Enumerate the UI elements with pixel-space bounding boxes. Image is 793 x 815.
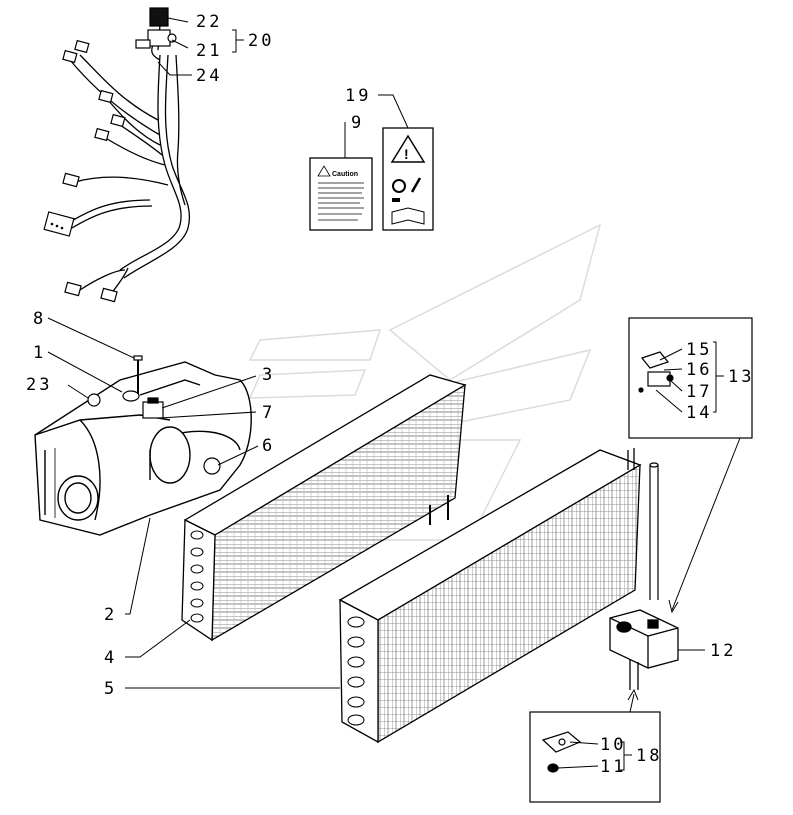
detail-box-13 [628, 317, 753, 439]
wiring-harness [69, 24, 190, 296]
callout-12: 12 [710, 641, 736, 661]
callout-4: 4 [104, 648, 117, 668]
relay-22 [149, 7, 169, 27]
callout-8: 8 [33, 309, 46, 329]
decal-caution: Caution [309, 157, 373, 231]
callout-7: 7 [262, 403, 275, 423]
evaporator-core-5 [338, 448, 659, 744]
expansion-valve-12 [609, 609, 679, 690]
callout-1: 1 [33, 343, 46, 363]
decal-caution-title: Caution [332, 171, 358, 178]
callout-13: 13 [728, 367, 754, 387]
callout-6: 6 [262, 436, 275, 456]
gear-icon [392, 179, 406, 193]
decal-warning-symbol: ! [404, 146, 409, 162]
harness-connectors [43, 7, 177, 303]
callout-15: 15 [686, 340, 712, 360]
gasket-1 [122, 390, 140, 402]
leader-lines [47, 17, 741, 771]
resistor-3 [142, 401, 164, 419]
heater-core-4 [181, 374, 467, 642]
manual-book-icon [391, 207, 425, 225]
callout-17: 17 [686, 382, 712, 402]
callout-10: 10 [600, 735, 626, 755]
callout-2: 2 [104, 605, 117, 625]
callout-24: 24 [196, 66, 222, 86]
callout-9: 9 [351, 113, 364, 133]
callout-22: 22 [196, 12, 222, 32]
callout-20: 20 [248, 31, 274, 51]
callout-3: 3 [262, 365, 275, 385]
callout-19: 19 [345, 86, 371, 106]
callout-23: 23 [26, 375, 52, 395]
callout-21: 21 [196, 41, 222, 61]
callout-16: 16 [686, 360, 712, 380]
blower-fittings [87, 355, 221, 475]
decal-warning: ! [382, 127, 434, 231]
callout-labels: 22 21 20 24 19 9 8 1 23 3 7 6 2 4 5 15 1… [26, 12, 754, 777]
callout-18: 18 [636, 746, 662, 766]
callout-14: 14 [686, 403, 712, 423]
grommet-23 [87, 393, 101, 407]
detail-box-18 [529, 711, 661, 803]
wrench-icon [410, 177, 422, 193]
callout-5: 5 [104, 679, 117, 699]
plug-6 [203, 457, 221, 475]
callout-11: 11 [600, 757, 626, 777]
blower-housing [34, 361, 252, 536]
relay-21 [147, 29, 171, 47]
